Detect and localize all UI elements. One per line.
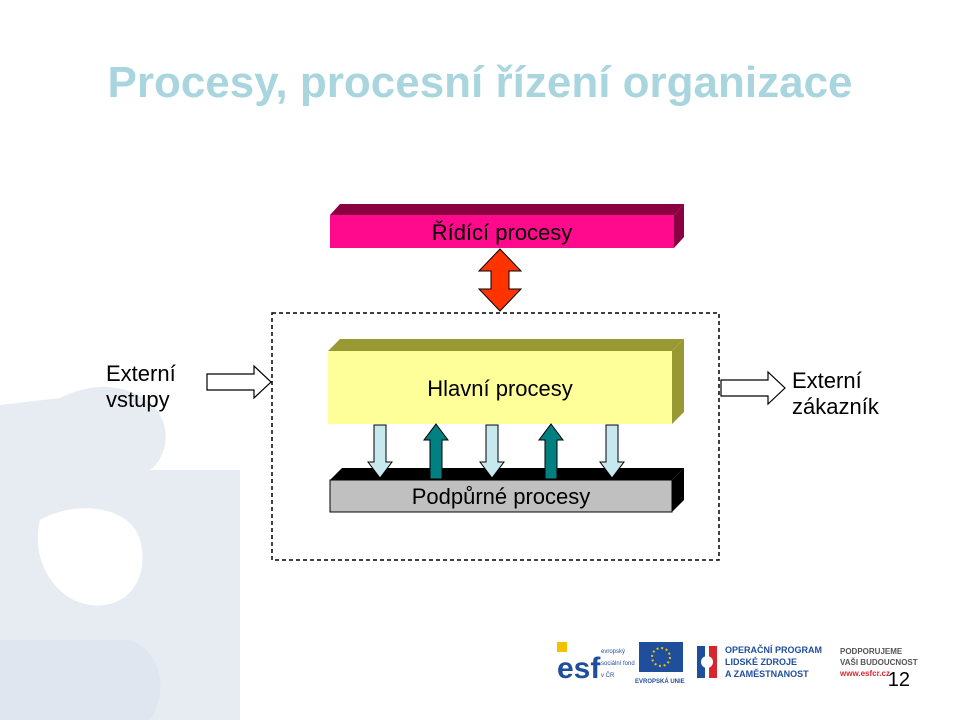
funding-logos: esf evropský sociální fond v ČR EVROPSKÁ… — [555, 640, 940, 686]
double-arrow — [479, 249, 521, 311]
external-customer-line1: Externí — [792, 368, 879, 394]
eu-flag-field — [639, 642, 683, 672]
main-box-side-face — [672, 339, 684, 424]
external-customer-line2: zákazník — [792, 394, 879, 420]
op-line2: LIDSKÉ ZDROJE — [725, 656, 822, 668]
op-lzz-logo-icon — [695, 642, 721, 682]
esf-logo-star-block — [557, 642, 567, 652]
op-line1: OPERAČNÍ PROGRAM — [725, 644, 822, 656]
eu-label: EVROPSKÁ UNIE — [635, 676, 695, 688]
esf-small-text: evropský sociální fond v ČR — [601, 646, 637, 682]
main-box-top-face — [328, 339, 684, 351]
op-logo-head — [701, 656, 713, 668]
control-processes-label: Řídící procesy — [330, 220, 674, 246]
op-text: OPERAČNÍ PROGRAM LIDSKÉ ZDROJE A ZAMĚSTN… — [725, 644, 822, 680]
page-number: 12 — [888, 669, 910, 692]
external-inputs-line1: Externí — [106, 361, 176, 387]
external-inputs-line2: vstupy — [106, 387, 176, 413]
main-processes-label: Hlavní procesy — [328, 376, 672, 402]
support-line2: VAŠI BUDOUCNOST — [840, 657, 918, 668]
input-arrow — [207, 366, 271, 398]
control-box-top-face — [330, 204, 684, 215]
external-customer-label: Externí zákazník — [792, 368, 879, 420]
eu-flag-icon — [639, 642, 683, 672]
esf-logo-wordmark: esf — [557, 652, 601, 685]
output-arrow — [721, 372, 785, 404]
op-line3: A ZAMĚSTNANOST — [725, 668, 822, 680]
support-line1: PODPORUJEME — [840, 646, 918, 657]
support-processes-label: Podpůrné procesy — [330, 484, 672, 510]
external-inputs-label: Externí vstupy — [106, 361, 176, 413]
